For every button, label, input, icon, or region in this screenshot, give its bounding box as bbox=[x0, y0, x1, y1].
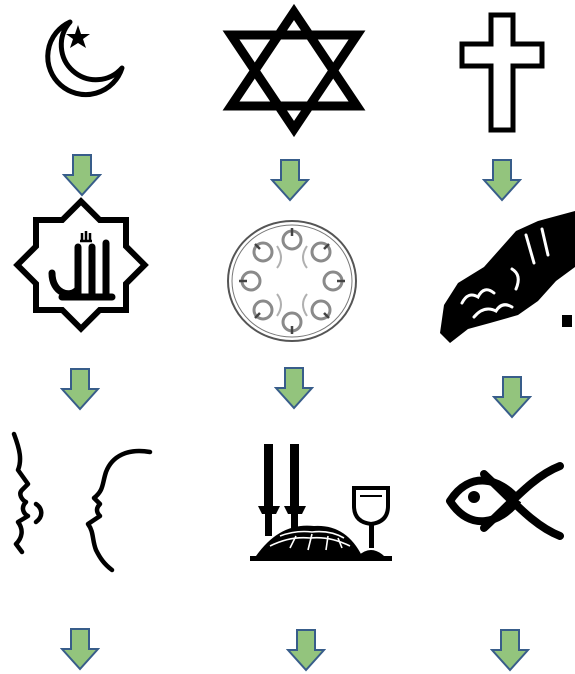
down-arrow-icon bbox=[490, 628, 530, 672]
down-arrow-icon bbox=[286, 628, 326, 672]
ichthys-fish-icon bbox=[444, 460, 564, 542]
two-faces-dialogue-icon bbox=[8, 432, 153, 572]
down-arrow-icon bbox=[492, 375, 532, 419]
down-arrow-icon bbox=[60, 627, 100, 671]
down-arrow-icon bbox=[270, 158, 310, 202]
ornamental-seal-icon bbox=[225, 218, 359, 344]
down-arrow-icon bbox=[274, 366, 314, 410]
latin-cross-icon bbox=[458, 12, 546, 134]
down-arrow-icon bbox=[62, 153, 102, 197]
allah-calligraphy-star-icon bbox=[12, 195, 150, 335]
praying-hands-icon bbox=[438, 205, 575, 347]
sabbath-candles-kiddush-cup-icon bbox=[250, 440, 392, 562]
crescent-and-star-icon bbox=[48, 10, 130, 92]
down-arrow-icon bbox=[482, 158, 522, 202]
star-of-david-icon bbox=[223, 8, 365, 133]
down-arrow-icon bbox=[60, 367, 100, 411]
